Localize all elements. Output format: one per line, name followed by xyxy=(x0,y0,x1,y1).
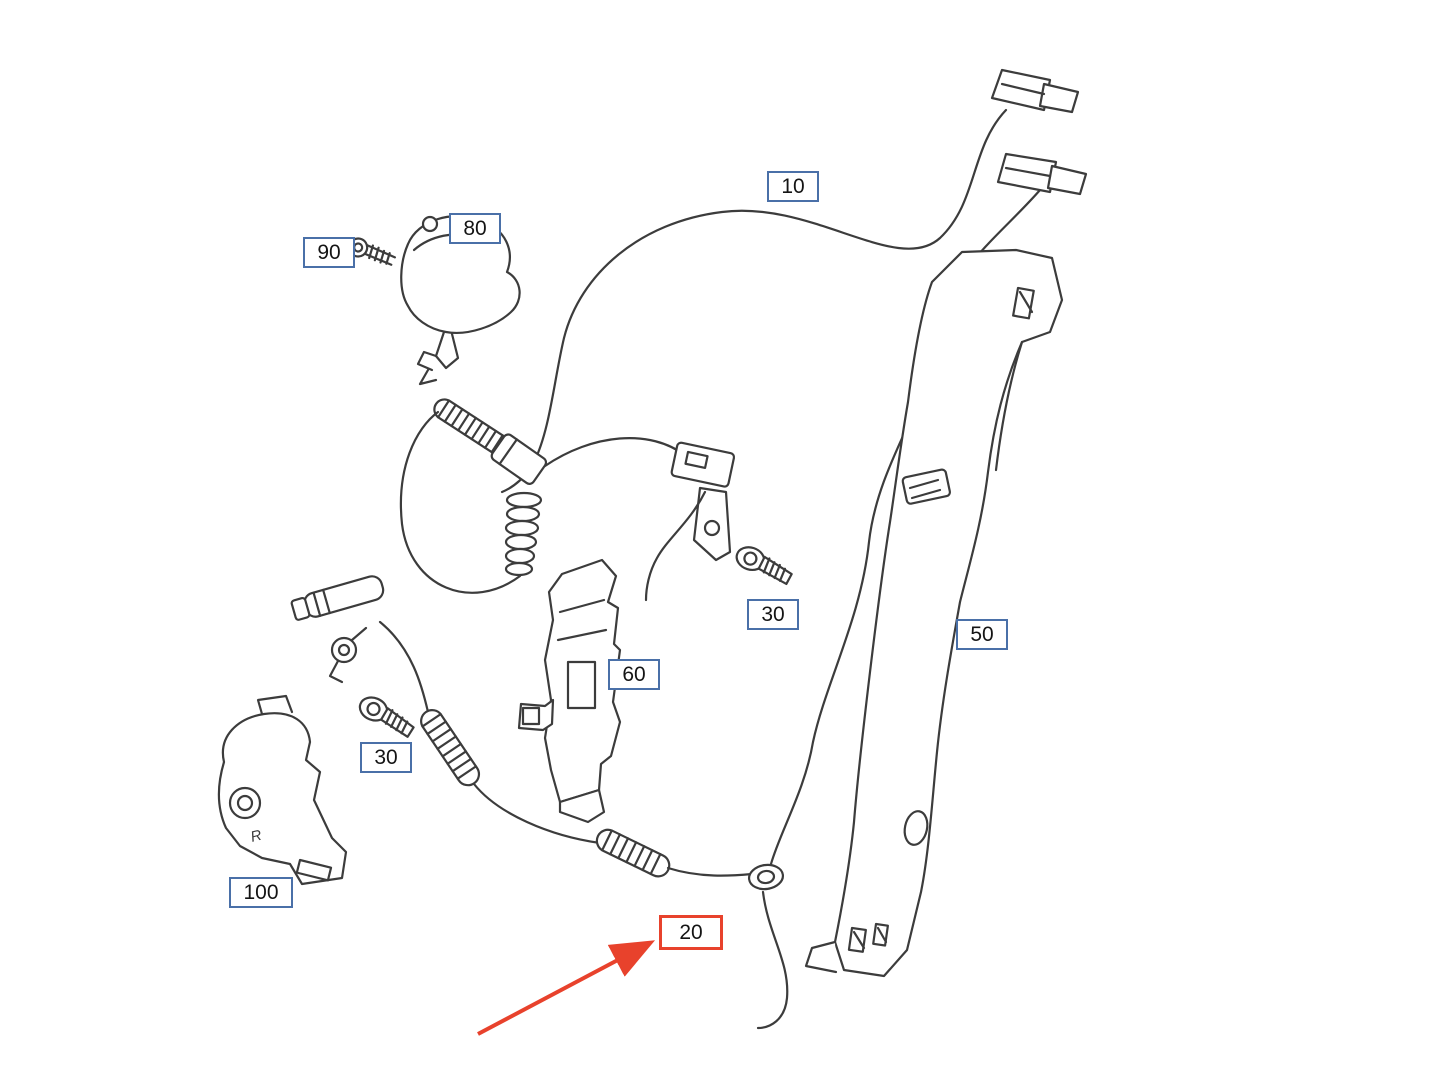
screw-30-left xyxy=(358,696,415,738)
cable-to-grommet xyxy=(666,866,754,877)
grommet xyxy=(747,863,785,891)
sensor-boot-accordion xyxy=(504,491,543,577)
sensor-body-mid xyxy=(490,433,548,485)
cable-10-loop xyxy=(500,108,1008,494)
bracket-60 xyxy=(517,558,622,824)
corrugated-sleeve-bottom xyxy=(595,828,671,878)
callout-100[interactable]: 100 xyxy=(229,877,293,908)
part-marking-r: R xyxy=(249,827,264,846)
callout-80[interactable]: 80 xyxy=(449,213,501,244)
corrugated-sleeve-left xyxy=(420,709,481,787)
callout-60-label: 60 xyxy=(622,663,646,686)
cable-sensor-left xyxy=(378,620,430,714)
wheel-speed-sensor-left xyxy=(290,575,385,684)
cable-from-clip xyxy=(644,490,707,602)
callout-30-right-label: 30 xyxy=(761,603,785,626)
callout-30-left-label: 30 xyxy=(374,746,398,769)
connector-plug-top xyxy=(990,68,1080,114)
corrugated-sleeve-upper xyxy=(433,398,510,456)
pointer-arrow xyxy=(477,940,656,1036)
callout-30-left[interactable]: 30 xyxy=(360,742,412,773)
bracket-100: R xyxy=(217,694,348,886)
callout-100-label: 100 xyxy=(243,881,279,904)
callout-90[interactable]: 90 xyxy=(303,237,355,268)
callout-80-label: 80 xyxy=(463,217,487,240)
bracket-50 xyxy=(804,248,1064,978)
callout-10[interactable]: 10 xyxy=(767,171,819,202)
cable-lower-tail xyxy=(756,890,789,1030)
callout-50-label: 50 xyxy=(970,623,994,646)
connector-plug-bottom xyxy=(996,152,1088,196)
bracket-50-clip xyxy=(901,468,952,505)
callout-50[interactable]: 50 xyxy=(956,619,1008,650)
callout-60[interactable]: 60 xyxy=(608,659,660,690)
screw-30-right xyxy=(735,546,793,586)
cable-open-loop xyxy=(399,410,522,594)
cable-connector-clip xyxy=(670,441,736,562)
cable-to-clip xyxy=(543,437,688,468)
callout-10-label: 10 xyxy=(781,175,805,198)
callout-90-label: 90 xyxy=(317,241,341,264)
callout-20-label: 20 xyxy=(679,921,703,944)
callout-30-right[interactable]: 30 xyxy=(747,599,799,630)
callout-20[interactable]: 20 xyxy=(659,915,723,950)
cable-mid-lower xyxy=(472,782,602,845)
